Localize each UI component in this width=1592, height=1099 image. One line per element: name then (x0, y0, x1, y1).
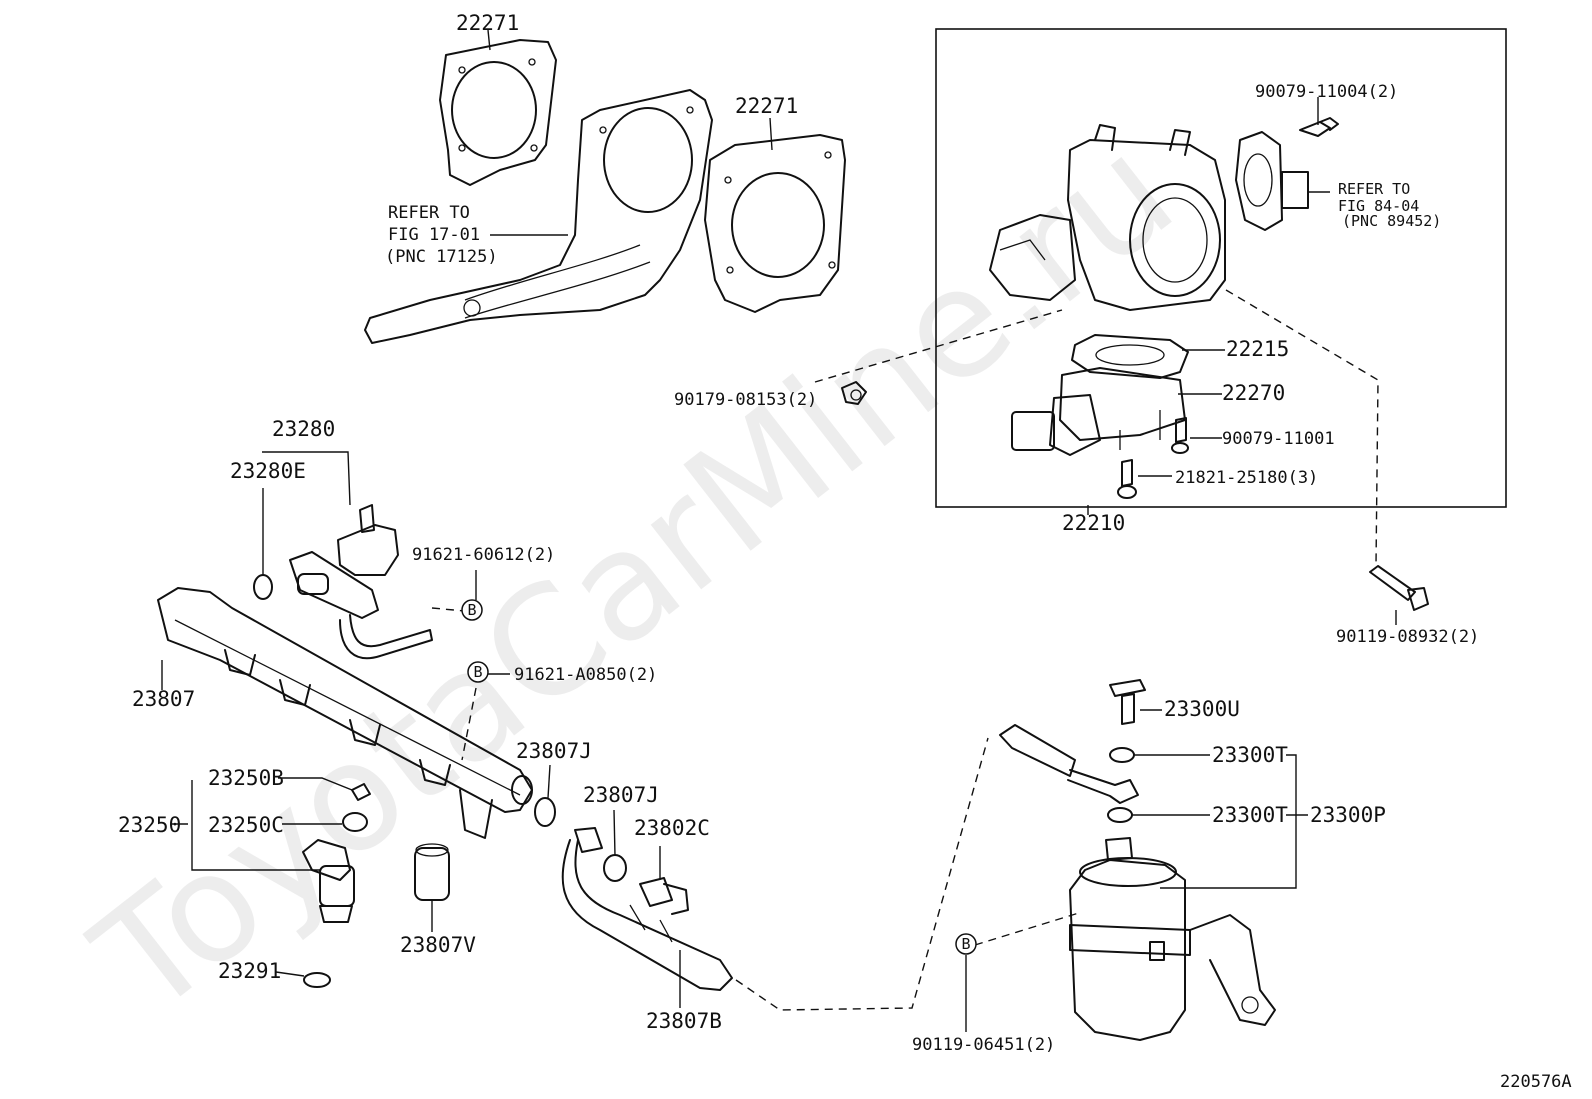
svg-text:B: B (961, 935, 970, 953)
insulator-23250B[interactable] (351, 783, 371, 801)
label-refer1-line2: FIG 17-01 (388, 225, 480, 245)
dash-b3 (974, 911, 1083, 946)
fuel-delivery-pipe-23807[interactable] (157, 587, 533, 839)
union-bolt-23802C[interactable] (639, 877, 689, 915)
label-23807B: 23807B (646, 1009, 722, 1033)
o-ring-23280E[interactable] (253, 574, 273, 600)
o-ring-23807J-a[interactable] (534, 797, 556, 827)
leader-23250 (172, 780, 320, 871)
screw-90079-11001[interactable] (1171, 417, 1189, 454)
watermark: ToyotaCarMine.ru (64, 104, 1205, 1048)
label-90079-11001: 90079-11001 (1222, 429, 1335, 449)
bolt-90119-08932[interactable] (1369, 565, 1429, 611)
o-ring-23807J-b[interactable] (603, 854, 627, 882)
dash-90119-08932 (1225, 289, 1379, 566)
label-23300T-b: 23300T (1212, 803, 1288, 827)
dash-hose (735, 737, 989, 1011)
svg-text:B: B (473, 663, 482, 681)
intake-plate-17125[interactable] (364, 89, 713, 344)
b-marker-2: B (467, 661, 489, 683)
pressure-regulator-23280[interactable] (289, 504, 433, 660)
label-90119-06451: 90119-06451(2) (912, 1035, 1055, 1055)
label-refer2-line1: REFER TO (1338, 180, 1410, 198)
label-23280E: 23280E (230, 459, 306, 483)
fuel-filter-23300[interactable] (1069, 837, 1276, 1041)
label-23300T-a: 23300T (1212, 743, 1288, 767)
label-91621-60612: 91621-60612(2) (412, 545, 555, 565)
label-23807V: 23807V (400, 933, 476, 957)
leader-23291 (275, 971, 305, 977)
label-21821-25180: 21821-25180(3) (1175, 468, 1318, 488)
bolt-90079-11004[interactable] (1299, 117, 1339, 137)
label-90179-08153: 90179-08153(2) (674, 390, 817, 410)
leader-22271a (487, 29, 491, 51)
throttle-body-group-box (935, 28, 1507, 508)
label-23250: 23250 (118, 813, 181, 837)
dash-b1 (431, 607, 477, 613)
label-23802C: 23802C (634, 816, 710, 840)
throttle-position-sensor[interactable] (1235, 131, 1309, 231)
fuel-inlet-hose[interactable] (999, 724, 1139, 804)
fuel-hose-23807B[interactable] (561, 827, 733, 991)
label-23300P: 23300P (1310, 803, 1386, 827)
gasket-22271-a[interactable] (439, 39, 557, 186)
figure-id: 220576A (1500, 1072, 1572, 1092)
nut-90179-08153[interactable] (841, 381, 867, 405)
svg-text:B: B (467, 601, 476, 619)
b-marker-3: B (955, 933, 977, 955)
leader-22271b (769, 117, 773, 151)
idle-air-control-valve-22270[interactable] (1011, 367, 1186, 456)
label-23807J-b: 23807J (583, 783, 659, 807)
label-23807J-a: 23807J (516, 739, 592, 763)
label-23250C: 23250C (208, 813, 284, 837)
leader-23807J-a (547, 764, 551, 799)
throttle-body-22210[interactable] (989, 124, 1226, 311)
label-23280: 23280 (272, 417, 335, 441)
o-ring-23250C[interactable] (342, 812, 368, 832)
label-22271-a: 22271 (456, 11, 519, 35)
gasket-22215[interactable] (1071, 334, 1189, 379)
leader-23807J-b (613, 809, 616, 857)
label-23250B: 23250B (208, 766, 284, 790)
dash-b2 (461, 687, 477, 761)
label-22271-b: 22271 (735, 94, 798, 118)
leader-23280 (262, 451, 351, 506)
screw-21821-25180[interactable] (1117, 459, 1137, 499)
label-refer2-line3: (PNC 89452) (1342, 212, 1441, 230)
gasket-22271-b[interactable] (704, 134, 846, 313)
dash-90179 (814, 309, 1063, 383)
label-refer2-line2: FIG 84-04 (1338, 197, 1419, 215)
label-refer1-line3: (PNC 17125) (385, 247, 498, 267)
gasket-23300T-a[interactable] (1109, 747, 1135, 763)
label-22215: 22215 (1226, 337, 1289, 361)
b-marker-1: B (461, 599, 483, 621)
label-23807: 23807 (132, 687, 195, 711)
label-22210: 22210 (1062, 511, 1125, 535)
label-90079-11004: 90079-11004(2) (1255, 82, 1398, 102)
label-refer1-line1: REFER TO (388, 203, 470, 223)
gasket-23300T-b[interactable] (1107, 807, 1133, 823)
label-91621-A0850: 91621-A0850(2) (514, 665, 657, 685)
label-90119-08932: 90119-08932(2) (1336, 627, 1479, 647)
leader-23300P (1160, 754, 1308, 889)
leader-23250B (278, 777, 353, 791)
label-23300U: 23300U (1164, 697, 1240, 721)
banjo-fitting-23300U[interactable] (1109, 679, 1146, 725)
label-22270: 22270 (1222, 381, 1285, 405)
insulator-23291[interactable] (303, 972, 331, 988)
label-23291: 23291 (218, 959, 281, 983)
